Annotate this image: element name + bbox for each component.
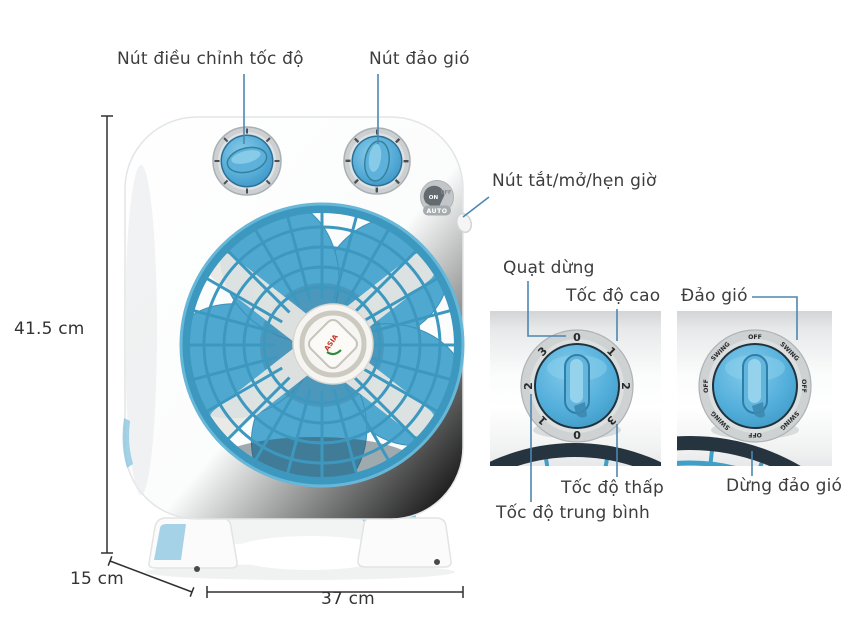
leader-lines [243,74,798,502]
label-speed-knob: Nút điều chỉnh tốc độ [117,49,304,69]
swing-mark-4: OFF [748,431,762,438]
fan-product: ASIA [122,116,473,580]
label-depth-dimension: 15 cm [70,569,124,589]
speed-dial: 0 1 2 3 0 1 2 3 [520,329,634,443]
label-medium-speed: Tốc độ trung bình [496,503,650,523]
swing-dial: OFF SWING OFF SWING OFF SWING OFF SWING [698,329,812,443]
speed-mark-2: 2 [619,382,632,390]
depth-dimension-line [107,556,195,597]
grille-outer-highlight [179,202,465,488]
height-dimension-line [101,115,113,554]
dimension-lines [101,115,464,598]
leader-timer-knob [462,196,490,218]
badge-on-text: ON [429,195,439,201]
body-side-shading [125,165,157,495]
label-width-dimension: 37 cm [321,589,375,609]
width-dimension-line [206,586,464,598]
top-swing-knob [343,127,411,195]
swing-mark-6: OFF [703,379,710,393]
left-foot-blue-accent [154,524,186,560]
rubber-foot-dot [434,559,440,565]
knob-tick-marks [214,128,280,194]
leader-fan-stop [527,281,566,337]
detail-panel-speed: 0 1 2 3 0 1 2 3 [490,311,661,466]
swing-panel-grille-fragment [677,436,801,466]
fan-hub: ASIA [292,303,374,385]
speed-panel-grille-fragment [490,443,661,466]
body-blue-seam [122,418,133,468]
grille-outer-ring [182,205,462,485]
label-high-speed: Tốc độ cao [566,286,661,306]
speed-mark-4: 0 [573,428,581,441]
rubber-foot-dot [194,566,200,572]
swing-mark-0: OFF [748,334,762,341]
label-swing-knob: Nút đảo gió [369,49,470,69]
label-low-speed: Tốc độ thấp [561,478,664,498]
label-swing-mode: Đảo gió [681,286,748,306]
leader-swing-mode [752,296,798,340]
detail-panel-swing: OFF SWING OFF SWING OFF SWING OFF SWING [677,311,832,466]
on-pointer-shape [423,185,445,210]
power-auto-badge: ON OFF AUTO [420,180,454,216]
label-stop-swing: Dừng đảo gió [726,476,843,496]
swing-mark-2: OFF [800,379,807,393]
side-timer-knob [455,212,473,234]
badge-off-text: OFF [441,190,452,196]
label-height-dimension: 41.5 cm [14,319,85,339]
badge-auto-text: AUTO [426,208,447,215]
fan-base [148,498,452,572]
grille-spokes [183,206,461,484]
top-speed-knob [212,126,282,196]
label-timer-knob: Nút tắt/mở/hẹn giờ [492,171,657,191]
speed-mark-6: 2 [522,382,535,390]
speed-mark-0: 0 [573,331,581,344]
label-fan-stop: Quạt dừng [503,258,595,278]
